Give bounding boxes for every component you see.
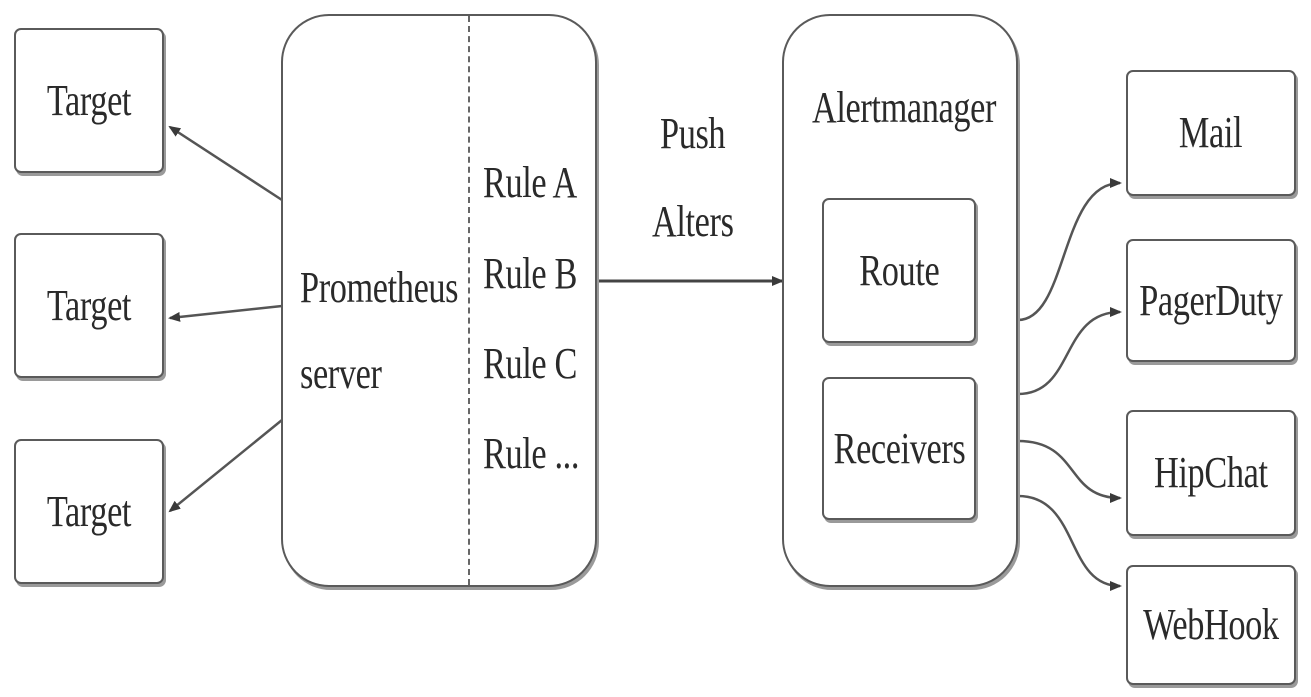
push-label-line2: Alters <box>652 197 734 246</box>
arrow-to-hipchat <box>1017 439 1122 503</box>
hipchat-label: HipChat <box>1154 448 1268 497</box>
route-label: Route <box>858 245 940 295</box>
mail-label: Mail <box>1179 108 1243 157</box>
push-label-line1: Push <box>660 109 726 158</box>
arrow-to-target-2 <box>168 304 283 322</box>
prometheus-label-line1: Prometheus <box>300 263 459 312</box>
webhook-label: WebHook <box>1143 600 1279 649</box>
receivers-box: Receivers <box>822 377 976 520</box>
target-label: Target <box>46 75 132 125</box>
arrow-to-target-1 <box>168 125 283 202</box>
target-label: Target <box>46 486 132 536</box>
rule-more: Rule ... <box>483 429 580 478</box>
target-box-2: Target <box>14 233 164 378</box>
divider-dashed <box>468 16 470 585</box>
target-box-1: Target <box>14 28 164 173</box>
hipchat-box: HipChat <box>1126 410 1296 536</box>
prometheus-server-box <box>281 14 597 587</box>
rule-a: Rule A <box>483 158 577 207</box>
rule-b: Rule B <box>483 249 577 298</box>
arrow-to-target-3 <box>168 419 283 513</box>
webhook-box: WebHook <box>1126 565 1296 685</box>
alertmanager-title: Alertmanager <box>812 83 996 132</box>
arrow-to-webhook <box>1017 494 1122 591</box>
pagerduty-box: PagerDuty <box>1126 239 1296 362</box>
target-label: Target <box>46 280 132 330</box>
prometheus-label-line2: server <box>300 349 382 398</box>
target-box-3: Target <box>14 439 164 584</box>
route-box: Route <box>822 198 976 343</box>
arrow-to-mail <box>1017 178 1122 322</box>
rule-c: Rule C <box>483 339 577 388</box>
arrow-to-pagerduty <box>1017 307 1122 396</box>
pagerduty-label: PagerDuty <box>1139 275 1283 325</box>
mail-box: Mail <box>1126 70 1296 196</box>
receivers-label: Receivers <box>833 423 965 473</box>
